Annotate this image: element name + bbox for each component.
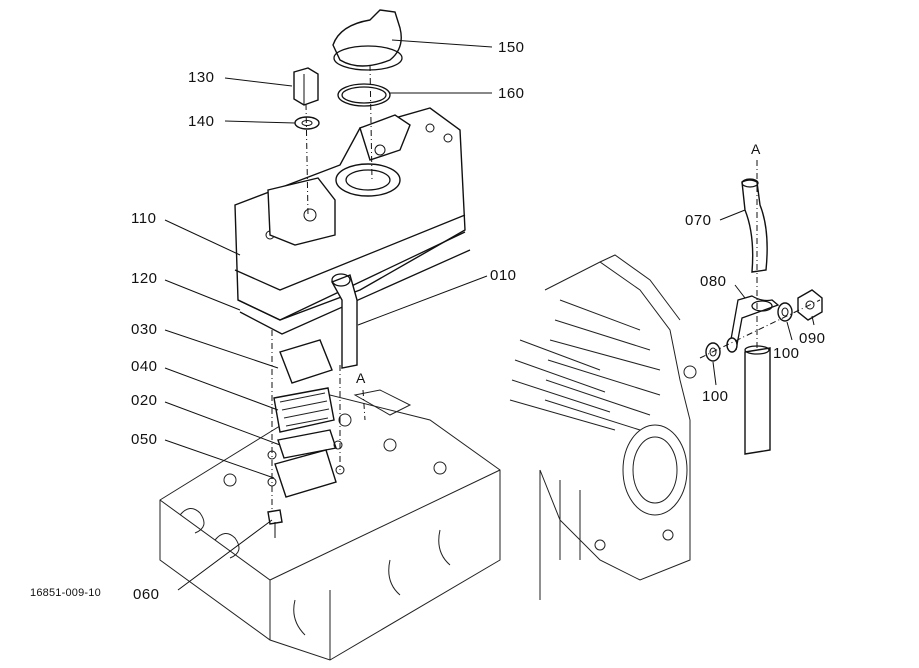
washer-100-left <box>705 337 738 362</box>
callout-060: 060 <box>133 586 160 603</box>
callout-080: 080 <box>700 273 727 290</box>
callout-120: 120 <box>131 270 158 287</box>
clamp-080 <box>729 295 780 351</box>
washer-100-right <box>777 302 793 322</box>
centerline-nut <box>305 103 309 216</box>
callout-090: 090 <box>799 330 826 347</box>
centerline-filler <box>369 64 373 181</box>
callout-140: 140 <box>188 113 215 130</box>
engine-block-outline <box>509 254 697 600</box>
o-ring <box>337 83 391 107</box>
callout-160: 160 <box>498 85 525 102</box>
callout-150: 150 <box>498 39 525 56</box>
callout-070: 070 <box>685 212 712 229</box>
centerline-washers <box>699 299 821 359</box>
callout-110: 110 <box>131 210 157 227</box>
centerline-a <box>362 389 366 421</box>
cap-nut <box>293 67 319 106</box>
reference-a-top: A <box>751 141 761 157</box>
callout-030: 030 <box>131 321 158 338</box>
head-cover <box>234 107 466 321</box>
callout-020: 020 <box>131 392 158 409</box>
oil-filler-cap <box>332 9 403 71</box>
cylinder-head <box>159 389 501 661</box>
leader-lines <box>164 39 815 591</box>
callout-130: 130 <box>188 69 215 86</box>
callout-100-right: 100 <box>773 345 800 362</box>
drawing-id: 16851-009-10 <box>30 587 101 599</box>
washer-140 <box>294 116 320 130</box>
pipe-lower <box>744 345 771 455</box>
breather-pipe <box>330 273 358 369</box>
bolt-060 <box>267 509 283 538</box>
callout-010: 010 <box>490 267 517 284</box>
head-cover-gasket <box>239 249 471 335</box>
callout-100-left: 100 <box>702 388 729 405</box>
callout-050: 050 <box>131 431 158 448</box>
breather-parts <box>267 339 345 498</box>
reference-a-mid: A <box>356 370 366 386</box>
callout-040: 040 <box>131 358 158 375</box>
hose-070 <box>741 178 768 273</box>
